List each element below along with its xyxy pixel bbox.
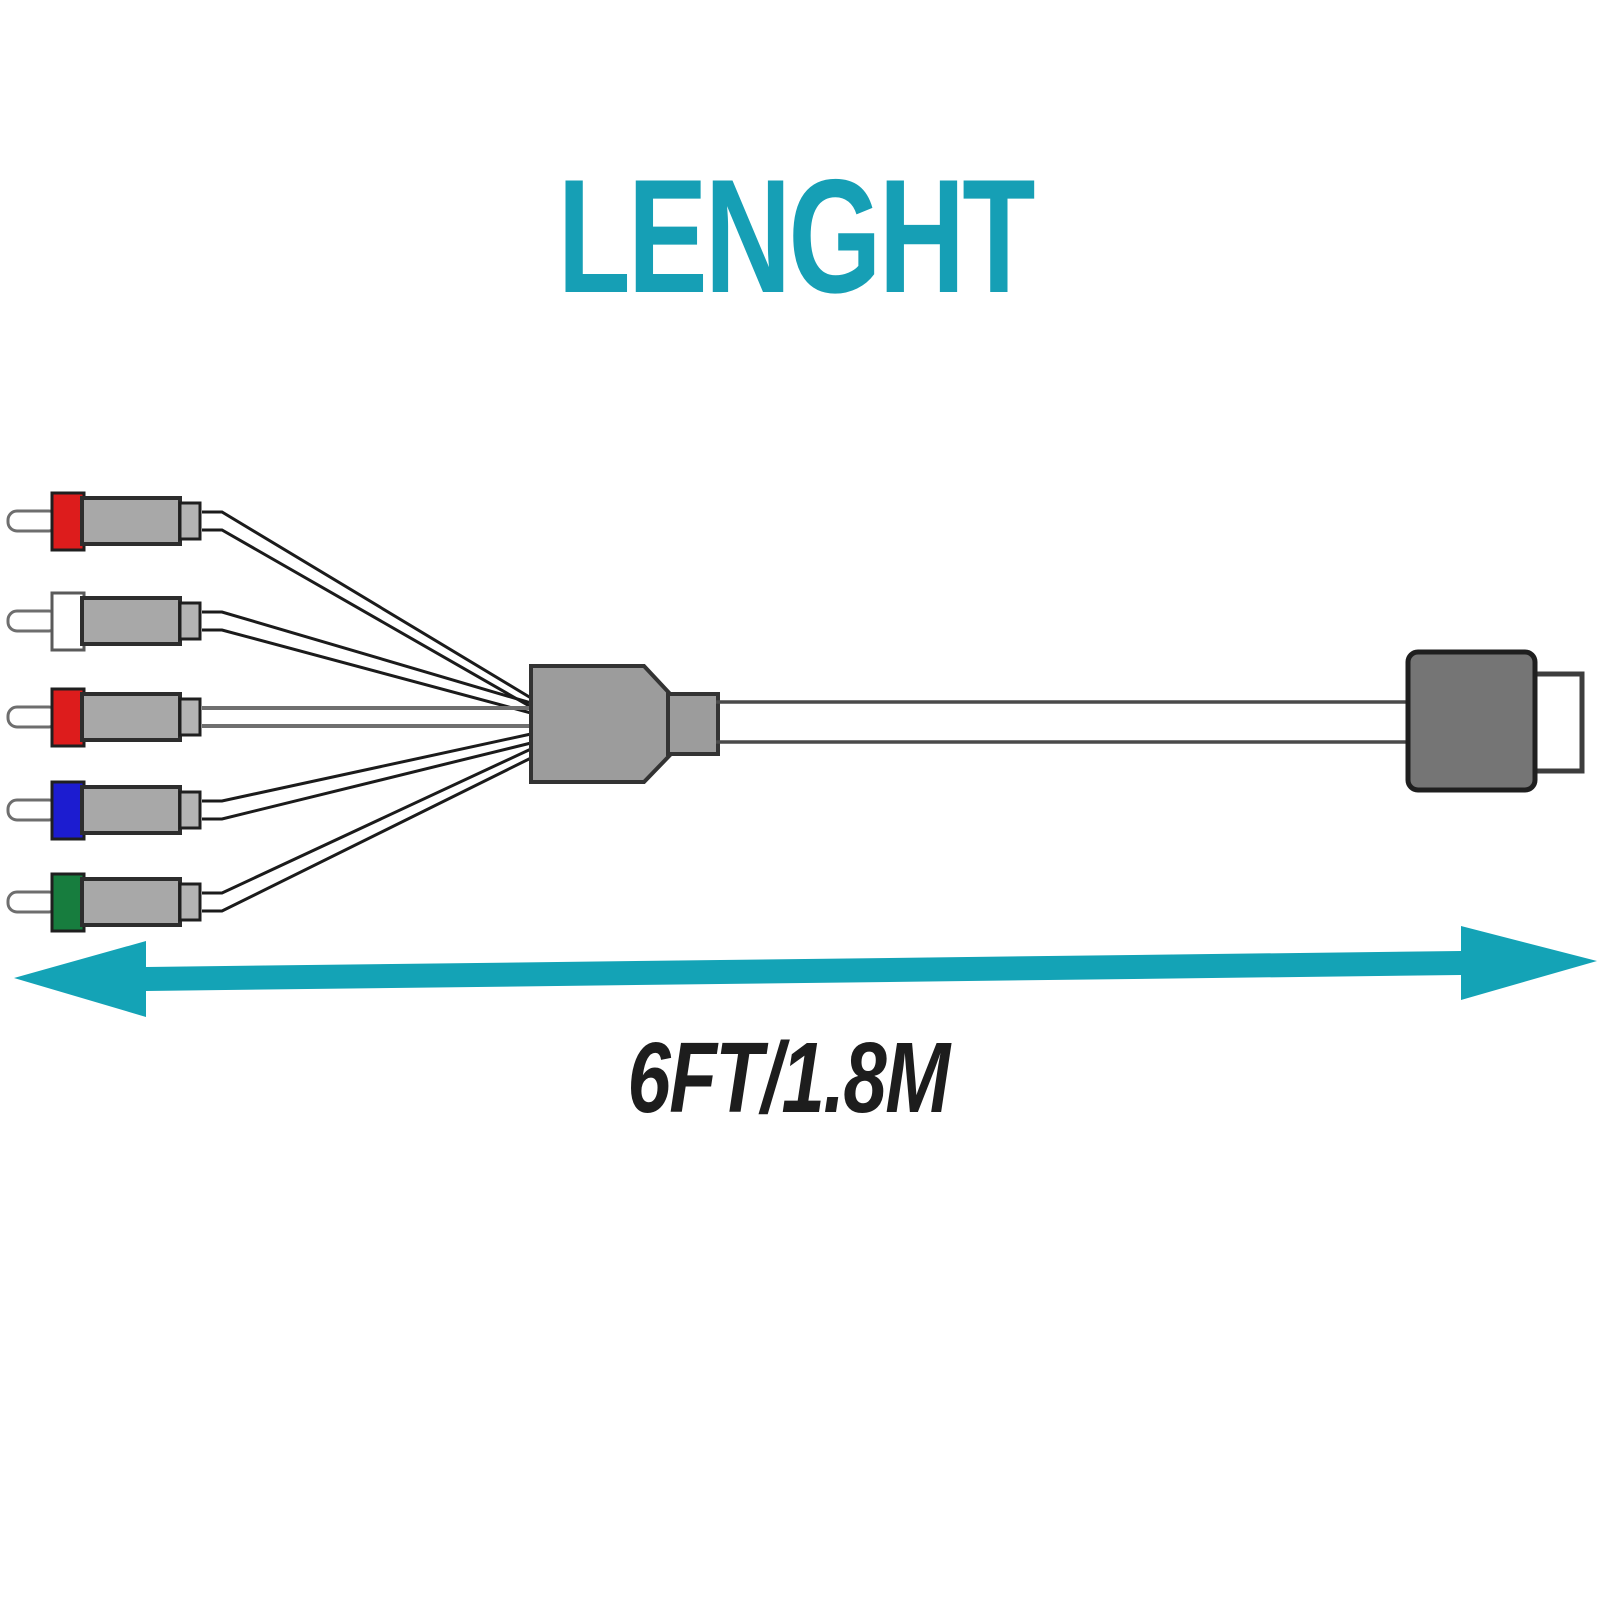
rca-strain-relief [178,601,202,641]
rca-barrel [80,496,182,546]
rca-wire [202,510,532,700]
rca-wire [202,747,532,895]
rca-wire [202,610,532,705]
length-label: 6FT/1.8M [627,1023,952,1135]
rca-strain-relief [178,882,202,922]
rca-wire [202,628,532,715]
rca-strain-relief [178,790,202,830]
rca-wire [202,741,532,821]
rca-connector-white [6,591,532,715]
rca-strain-relief [178,697,202,737]
rca-color-band-blue [50,780,86,841]
rca-barrel [80,692,182,742]
rca-color-band-red [50,687,86,748]
rca-connector-red-middle [6,687,531,748]
rca-wire [202,756,532,913]
rca-barrel [80,785,182,835]
junction-neck [666,692,720,756]
diagram-title: LENGHT [557,146,1034,327]
rca-barrel [80,877,182,927]
rca-wire [202,732,532,803]
rca-color-band-red [50,491,86,552]
rca-connector-blue [6,732,532,841]
console-av-plug [1405,649,1538,793]
rca-wire [202,528,532,709]
main-cable [716,700,1410,744]
rca-color-band-white [50,591,86,652]
rca-color-band-green [50,872,86,933]
rca-strain-relief [178,501,202,541]
plug-metal-shell [1532,671,1585,774]
rca-connector-red-top [6,491,532,709]
cable-junction-box [529,664,675,784]
length-double-arrow [14,926,1597,1017]
rca-barrel [80,596,182,646]
rca-connector-green [6,747,532,933]
